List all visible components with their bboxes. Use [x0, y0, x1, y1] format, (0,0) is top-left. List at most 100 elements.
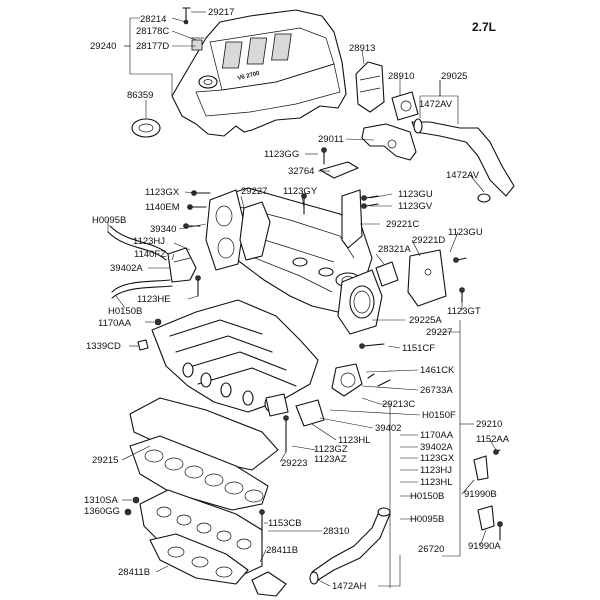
label-28321A: 28321A — [378, 244, 411, 255]
actuator-valve-28321A[interactable] — [375, 261, 399, 287]
label-29221D: 29221D — [412, 235, 445, 246]
bracket-29221D[interactable] — [407, 249, 447, 307]
label-1140FZ: 1140FZ — [134, 249, 166, 260]
label-91990A: 91990A — [468, 541, 501, 552]
manifold-gasket-29215[interactable] — [129, 397, 279, 471]
vis-plate-gasket[interactable] — [205, 189, 245, 271]
label-91990B: 91990B — [464, 489, 497, 500]
gasket-28411B-right[interactable] — [251, 571, 287, 597]
engine-title: 2.7L — [472, 20, 496, 34]
label-39402A-left: 39402A — [110, 263, 143, 274]
mounting-bracket-29011[interactable] — [361, 123, 417, 161]
vacuum-hose-left[interactable] — [107, 225, 173, 299]
label-29215: 29215 — [92, 455, 118, 466]
nut-1339CD[interactable] — [137, 339, 149, 351]
part-labels: 29217 28214 28178C 29240 28177D 28913 28… — [84, 7, 510, 592]
label-1123HJ-left: 1123HJ — [133, 236, 165, 247]
pipe-clip-right[interactable] — [367, 373, 391, 387]
label-H0150F: H0150F — [422, 410, 456, 421]
bracket-91990A[interactable] — [477, 505, 503, 541]
vacuum-valve[interactable] — [391, 91, 419, 121]
cover-logo: V6 2700 — [237, 71, 261, 82]
label-28411B-mid: 28411B — [266, 545, 298, 556]
label-1151CF: 1151CF — [402, 343, 435, 354]
label-1123GG: 1123GG — [264, 149, 299, 160]
label-39402A-right: 39402A — [420, 442, 453, 453]
label-1461CK: 1461CK — [420, 365, 455, 376]
label-39340: 39340 — [150, 224, 176, 235]
bolt-1123GY[interactable] — [301, 193, 307, 215]
label-1123HL-right: 1123HL — [420, 477, 453, 488]
vacuum-bracket-29221C[interactable] — [341, 189, 363, 249]
label-1123GV: 1123GV — [398, 201, 433, 212]
leader-lines — [107, 11, 497, 588]
sensor-29213C[interactable] — [265, 393, 289, 417]
label-29223: 29223 — [281, 458, 307, 469]
intake-manifold-base[interactable] — [139, 489, 263, 577]
port-gasket[interactable] — [129, 435, 269, 511]
label-1123HJ-right: 1123HJ — [420, 465, 452, 476]
label-H0150B-right: H0150B — [410, 491, 444, 502]
bolt-1151CF[interactable] — [359, 343, 385, 349]
label-28910: 28910 — [388, 71, 414, 82]
label-1123GY: 1123GY — [283, 186, 318, 197]
bolt-set-right[interactable] — [361, 195, 467, 303]
label-29240: 29240 — [90, 41, 116, 52]
label-28913: 28913 — [349, 43, 375, 54]
engine-cover[interactable]: V6 2700 — [171, 9, 347, 137]
label-1123GX-top: 1123GX — [145, 187, 180, 198]
sensor-39340[interactable] — [167, 247, 197, 283]
label-1360GG: 1360GG — [84, 506, 120, 517]
bolt-1123HE[interactable] — [195, 275, 201, 297]
label-26733A: 26733A — [420, 385, 453, 396]
nut-1170AA[interactable] — [154, 318, 162, 326]
label-28178C: 28178C — [136, 26, 169, 37]
label-1123GX-right: 1123GX — [420, 453, 455, 464]
stud-1153CB[interactable] — [259, 509, 265, 541]
label-29217: 29217 — [208, 7, 234, 18]
label-1123GT: 1123GT — [447, 306, 481, 317]
label-H0095B-left: H0095B — [92, 215, 126, 226]
label-39402: 39402 — [375, 423, 401, 434]
manifold-gasket-28411B[interactable] — [149, 533, 249, 585]
cover-grommet[interactable] — [190, 37, 204, 51]
label-29210: 29210 — [476, 419, 502, 430]
bolt-set-left[interactable] — [183, 190, 211, 229]
label-26720: 26720 — [418, 544, 444, 555]
label-28411B-left: 28411B — [118, 567, 150, 578]
lower-intake-manifold[interactable] — [151, 299, 319, 413]
label-29011: 29011 — [318, 134, 344, 145]
water-hose-26720[interactable] — [309, 507, 391, 585]
label-1339CD: 1339CD — [86, 341, 121, 352]
breather-hose[interactable] — [411, 118, 515, 203]
bracket-91990B[interactable] — [473, 449, 501, 481]
label-28214: 28214 — [140, 14, 166, 25]
oil-cap-gasket[interactable] — [131, 118, 161, 138]
throttle-flange[interactable] — [337, 269, 383, 335]
label-1153CB: 1153CB — [268, 518, 302, 529]
label-1472AV-right: 1472AV — [446, 170, 480, 181]
sensor-39402[interactable] — [295, 399, 325, 427]
small-nuts-1310SA[interactable] — [124, 496, 140, 516]
label-1123HL-mid: 1123HL — [338, 435, 371, 446]
bracket-32764[interactable] — [319, 147, 359, 179]
label-H0150B-left: H0150B — [108, 306, 142, 317]
label-1123GZ: 1123GZ — [314, 444, 348, 455]
label-1472AV-top: 1472AV — [419, 99, 453, 110]
intake-actuator[interactable] — [355, 61, 385, 113]
label-32764: 32764 — [288, 166, 314, 177]
label-28177D: 28177D — [136, 41, 169, 52]
gasket-29227[interactable] — [239, 201, 271, 261]
actuator-26733A[interactable] — [331, 363, 363, 397]
label-1123GU-right: 1123GU — [448, 227, 483, 238]
label-1123HE: 1123HE — [137, 294, 171, 305]
label-1152AA: 1152AA — [476, 434, 510, 445]
label-H0095B-right: H0095B — [410, 514, 444, 525]
label-1170AA-left: 1170AA — [98, 318, 132, 329]
label-1472AH: 1472AH — [332, 581, 366, 592]
label-29227-right: 29227 — [426, 327, 452, 338]
label-29225A: 29225A — [409, 315, 442, 326]
bolt-29223[interactable] — [283, 415, 289, 453]
label-1140EM: 1140EM — [145, 202, 180, 213]
